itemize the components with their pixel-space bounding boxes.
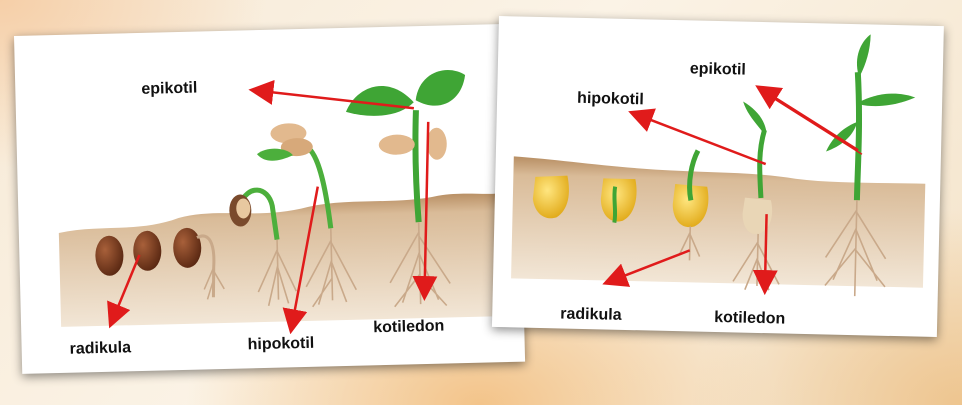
seedling-stem [414, 110, 418, 222]
bean-germination-panel: epikotil radikula hipokotil kotiledon [14, 24, 525, 374]
leaf [742, 102, 767, 135]
label-radikula: radikula [560, 305, 622, 324]
arrow-epikotil [758, 88, 859, 150]
label-hipokotil: hipokotil [577, 90, 644, 110]
seedling-stem [855, 72, 860, 200]
arrow-hipokotil [632, 113, 767, 164]
emerging-shoot [614, 187, 616, 223]
soil-band [58, 192, 511, 327]
label-kotiledon: kotiledon [373, 318, 445, 338]
leaf [859, 93, 915, 107]
cotyledon [379, 134, 415, 155]
arrow-kotiledon [765, 214, 767, 290]
cotyledon [426, 127, 447, 159]
label-epikotil: epikotil [690, 60, 746, 79]
bean-germination-illustration [14, 24, 525, 374]
leaf [415, 70, 466, 107]
label-kotiledon: kotiledon [714, 309, 785, 329]
label-radikula: radikula [69, 339, 131, 358]
leaf [857, 34, 871, 76]
label-hipokotil: hipokotil [247, 335, 314, 355]
label-epikotil: epikotil [141, 80, 197, 99]
corn-germination-panel: epikotil hipokotil radikula kotiledon [492, 16, 944, 337]
